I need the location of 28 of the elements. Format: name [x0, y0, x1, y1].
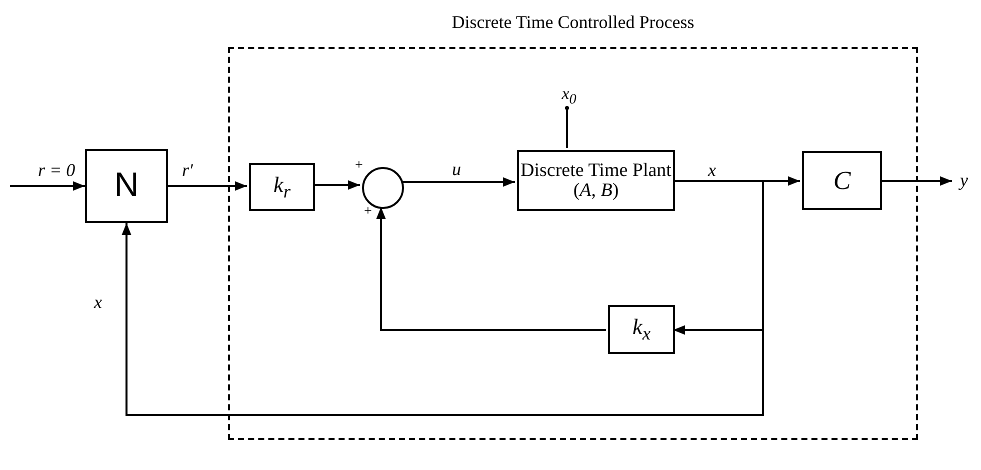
block	[249, 163, 315, 211]
block-label: N	[114, 168, 139, 204]
block-label: k$_{x}$	[632, 315, 650, 344]
signal-arrow	[402, 177, 515, 187]
block	[608, 305, 675, 354]
signal-label: y	[960, 170, 968, 191]
sign-label: +	[355, 158, 363, 174]
block	[85, 149, 168, 223]
signal-label: u	[452, 159, 461, 180]
block	[802, 151, 882, 210]
signal-arrow	[313, 180, 360, 190]
block-label: k$_{r}$	[274, 172, 290, 202]
block-label: C	[833, 166, 851, 194]
signal-label: x	[94, 292, 102, 313]
summing-junction	[362, 167, 404, 209]
signal-label: r′	[182, 160, 193, 181]
sign-label: +	[364, 204, 372, 220]
block	[517, 150, 675, 211]
signal-arrow	[122, 180, 764, 416]
signal-arrow	[168, 181, 247, 191]
signal-label: x	[708, 160, 716, 181]
signal-label: r = 0	[38, 160, 76, 181]
signal-arrow	[376, 207, 606, 331]
state-symbol: x$_{0}$	[562, 84, 576, 108]
block-label: Discrete Time Plant (A, B)	[520, 160, 672, 200]
signal-arrow	[880, 176, 952, 186]
process-heading: Discrete Time Controlled Process	[450, 13, 696, 32]
signal-arrow	[10, 181, 85, 191]
